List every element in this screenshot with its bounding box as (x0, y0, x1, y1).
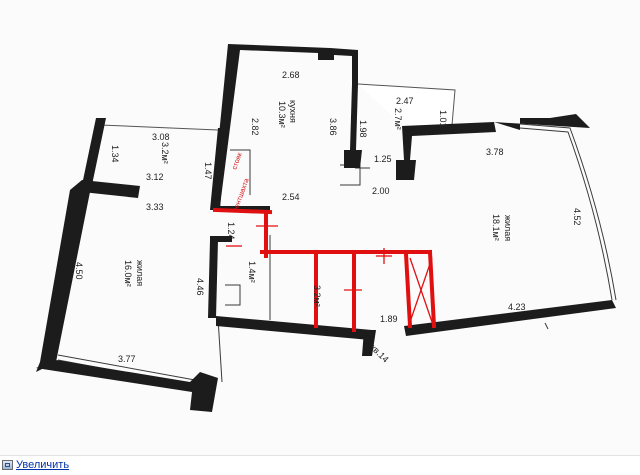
dim-1-89: 1.89 (380, 314, 398, 324)
dim-4-50: 4.50 (74, 262, 84, 280)
dim-3-33: 3.33 (146, 202, 164, 212)
dim-3-78: 3.78 (486, 147, 504, 157)
dimension-labels: 2.68 2.82 3.86 1.98 2.47 1.01 3.08 1.34 … (74, 70, 582, 364)
dim-1-98: 1.98 (358, 120, 368, 138)
dim-1-25: 1.25 (374, 154, 392, 164)
kitchen-area: 10.3м² (277, 101, 287, 128)
room-top-right-area: 2.7м² (393, 108, 403, 130)
dim-3-12: 3.12 (146, 172, 164, 182)
zoom-icon (2, 460, 13, 470)
bath-small-area: 1.4м² (247, 261, 257, 283)
bath-corridor-area: 3.2м² (312, 285, 322, 307)
dim-3-08: 3.08 (152, 132, 170, 142)
riser-label: стояк (231, 151, 244, 171)
dim-1-47: 1.47 (203, 162, 213, 180)
living-right-area: 18.1м² (491, 214, 501, 241)
zoom-link[interactable]: Увеличить (2, 459, 69, 471)
dim-3-77: 3.77 (118, 354, 136, 364)
kitchen-name: кухня (288, 100, 298, 123)
plan-redesign-lines (212, 207, 437, 332)
dim-2-68: 2.68 (282, 70, 300, 80)
living-right-name: жилая (503, 215, 513, 241)
dim-2-47: 2.47 (396, 96, 414, 106)
room-labels: кухня 10.3м² жилая 18.1м² жилая 16.0м² 3… (123, 100, 513, 307)
dim-2-54: 2.54 (282, 192, 300, 202)
room-top-left-area: 3.2м² (160, 142, 170, 164)
dim-1-24: 1.24 (226, 222, 236, 240)
living-left-name: жилая (135, 260, 145, 286)
living-left-area: 16.0м² (123, 260, 133, 287)
plan-walls (36, 44, 616, 412)
dim-1-34: 1.34 (110, 145, 120, 163)
zoom-label: Увеличить (16, 459, 70, 471)
dim-3-86: 3.86 (328, 118, 338, 136)
dim-1-01: 1.01 (438, 110, 448, 128)
image-footer: Увеличить (0, 455, 640, 475)
dim-4-46: 4.46 (195, 278, 205, 296)
dim-2-82: 2.82 (250, 118, 260, 136)
floor-plan: кухня 10.3м² жилая 18.1м² жилая 16.0м² 3… (36, 44, 617, 412)
dim-2-00: 2.00 (372, 186, 390, 196)
dim-4-23: 4.23 (508, 302, 526, 312)
dim-4-52: 4.52 (572, 208, 582, 226)
